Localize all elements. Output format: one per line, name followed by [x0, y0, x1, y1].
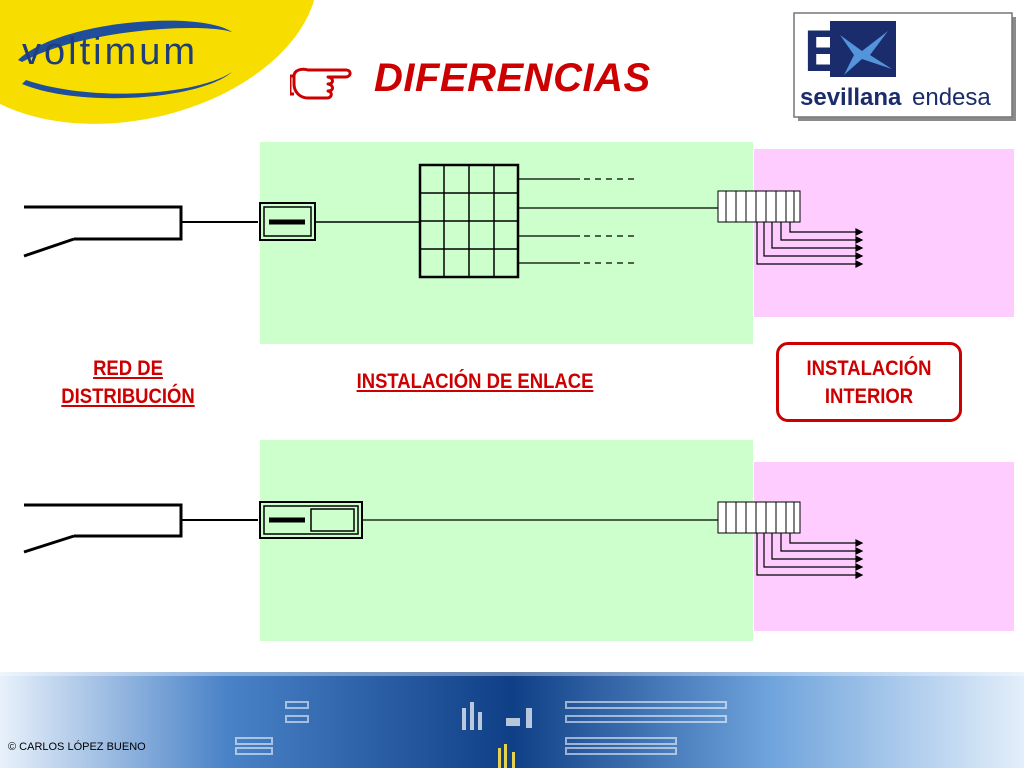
page-title: DIFERENCIAS [374, 56, 651, 100]
endesa-e-mark: E [804, 19, 843, 84]
network-switch-bottom [23, 503, 258, 554]
instalacion-interior-line-2: INTERIOR [824, 385, 914, 408]
pointing-hand-icon [290, 67, 352, 100]
distribution-panel-bottom [717, 501, 801, 534]
interior-circuits-bottom [756, 533, 864, 579]
sevillana-endesa-logo: E sevillana endesa [793, 12, 1016, 121]
network-switch-top [23, 205, 258, 258]
red-distribucion-line-2: DISTRIBUCIÓN [61, 385, 195, 408]
sevillana-text: sevillana [800, 84, 902, 111]
voltimum-logo: voltimum [18, 20, 232, 99]
interior-zone-top [754, 149, 1014, 317]
instalacion-enlace-label: INSTALACIÓN DE ENLACE [356, 370, 594, 393]
interior-zone-bottom [754, 462, 1014, 631]
footer-banner [0, 672, 1024, 768]
voltimum-swoosh-top [18, 20, 232, 62]
feeder-lines-top [518, 178, 718, 264]
enlace-zone-top [260, 142, 753, 344]
title-area: DIFERENCIAS [290, 56, 730, 116]
red-distribucion-label: RED DE DISTRIBUCIÓN [31, 355, 225, 411]
voltimum-swoosh-bottom [22, 72, 232, 99]
endesa-text: endesa [912, 84, 991, 111]
voltimum-wordmark: voltimum [22, 31, 198, 73]
meter-grid [418, 163, 520, 279]
red-distribucion-line-1: RED DE [93, 357, 163, 380]
instalacion-interior-label: INSTALACIÓN INTERIOR [790, 355, 948, 411]
distribution-panel-top [717, 190, 801, 223]
copyright-text: © CARLOS LÓPEZ BUENO [8, 741, 146, 753]
instalacion-interior-line-1: INSTALACIÓN [806, 357, 932, 380]
interior-circuits-top [756, 222, 864, 268]
instalacion-interior-box: INSTALACIÓN INTERIOR [776, 342, 962, 422]
endesa-star-square [830, 21, 896, 77]
enlace-zone-bottom [260, 440, 753, 641]
